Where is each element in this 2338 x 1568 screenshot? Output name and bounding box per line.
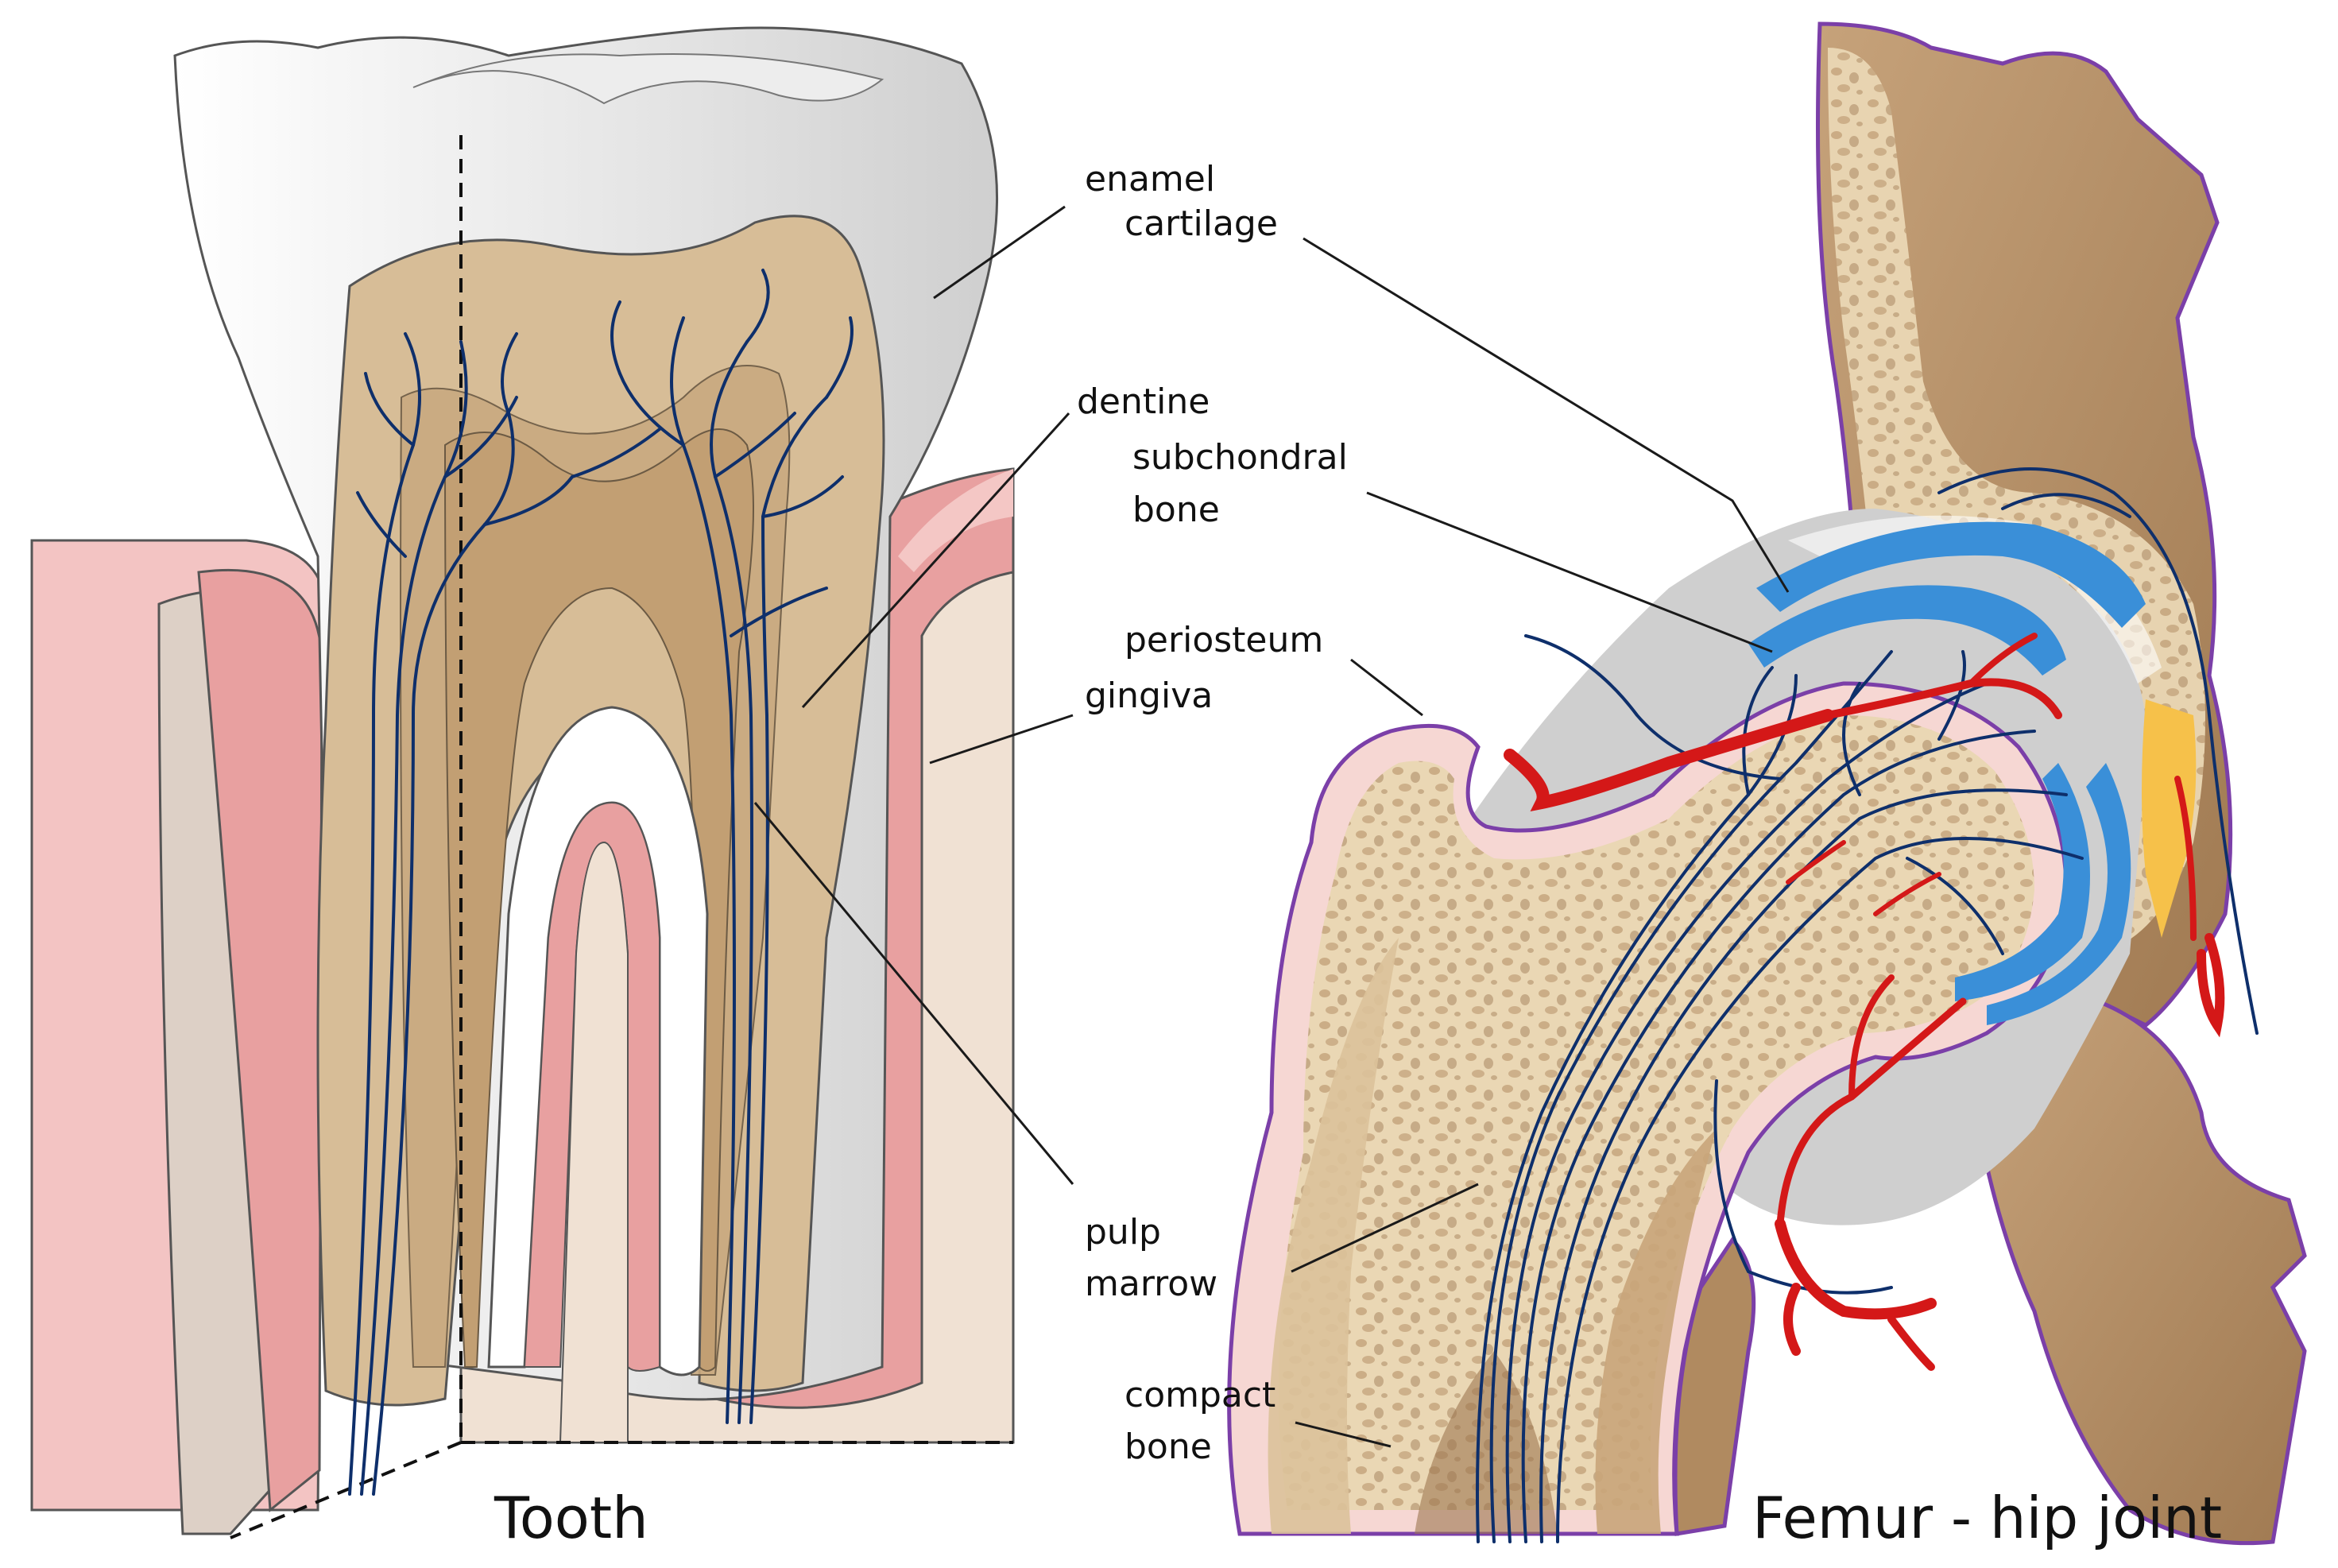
caption-tooth: Tooth <box>494 1485 648 1551</box>
leader-marrow <box>1291 1183 1479 1273</box>
femur-vessels <box>1504 633 2225 1371</box>
leader-enamel <box>933 205 1066 300</box>
leader-cartilage <box>1303 237 1790 593</box>
leader-periosteum <box>1350 658 1423 717</box>
label-gingiva: gingiva <box>1085 676 1213 716</box>
fovea-fat-pad <box>2142 699 2197 938</box>
label-compact: compact <box>1124 1375 1275 1415</box>
leader-lines <box>753 205 1790 1448</box>
femur-marrow-shadow <box>1415 1351 1558 1534</box>
hip-illustration <box>1227 21 2307 1546</box>
label-dentine: dentine <box>1077 381 1210 422</box>
leader-subchondral <box>1366 491 1773 653</box>
label-enamel: enamel <box>1085 159 1215 199</box>
labels: enamel cartilage dentine subchondral bon… <box>1077 159 1348 1467</box>
leader-compact-bone <box>1295 1421 1392 1448</box>
label-subchondral: subchondral <box>1132 437 1348 478</box>
label-periosteum: periosteum <box>1124 620 1323 660</box>
captions: Tooth Femur - hip joint <box>494 1485 2222 1551</box>
pelvis-lower <box>1961 992 2307 1546</box>
cartilage-lower-outer <box>1987 763 2131 1025</box>
femur-trabecular <box>1278 715 2034 1510</box>
tooth-nerves <box>348 269 854 1496</box>
tooth-occlusal-surface <box>412 53 884 105</box>
tooth-gum-left-inner <box>197 568 323 1512</box>
femur-nerves <box>1476 467 2259 1543</box>
tooth-illustration <box>30 26 1015 1539</box>
label-subchondral-bone: bone <box>1132 490 1220 530</box>
label-marrow: marrow <box>1085 1264 1217 1304</box>
cartilage-lower <box>1955 763 2090 1001</box>
label-cartilage: cartilage <box>1124 203 1278 244</box>
tooth-cut-plane-diagonal <box>230 1441 462 1539</box>
cartilage-head <box>1748 585 2066 676</box>
label-pulp: pulp <box>1085 1212 1161 1252</box>
leader-pulp <box>753 802 1074 1185</box>
tooth-interroot-bone <box>559 841 629 1443</box>
femur-compact-left <box>1268 938 1399 1534</box>
femur-compact-right <box>1595 1129 1717 1534</box>
leader-gingiva <box>929 714 1074 765</box>
tooth-gum-right-highlight <box>898 469 1013 572</box>
leader-dentine <box>801 412 1070 709</box>
label-compact-bone: bone <box>1124 1427 1212 1467</box>
caption-femur-hip-joint: Femur - hip joint <box>1752 1485 2222 1551</box>
cartilage-upper <box>1756 521 2146 628</box>
